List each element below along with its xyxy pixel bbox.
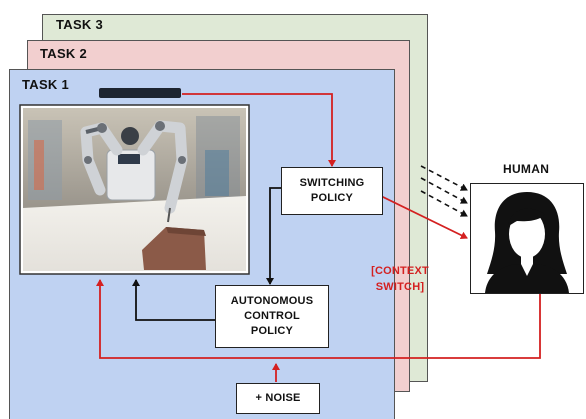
autonomous-control-policy-box: AUTONOMOUS CONTROL POLICY xyxy=(215,285,329,348)
human-label: HUMAN xyxy=(503,162,550,176)
task-2-label: TASK 2 xyxy=(40,46,88,61)
camera-to-switching-arrow xyxy=(182,93,336,167)
task-1-label: TASK 1 xyxy=(22,77,70,92)
human-feedback-arrow xyxy=(96,279,541,359)
human-panel xyxy=(470,183,584,294)
human-silhouette-icon xyxy=(485,192,569,293)
dashed-arrow-3 xyxy=(420,190,468,217)
autonomous-to-scene-arrow xyxy=(132,279,216,321)
dashed-arrow-1 xyxy=(420,165,468,191)
dashed-arrow-2 xyxy=(420,177,468,204)
switching-policy-box: SWITCHING POLICY xyxy=(281,167,383,215)
switching-to-human-arrow xyxy=(380,195,468,239)
camera-sensor xyxy=(99,88,181,98)
noise-box: + NOISE xyxy=(236,383,320,414)
task-3-label: TASK 3 xyxy=(56,17,104,32)
context-switch-label: [CONTEXT SWITCH] xyxy=(371,265,429,293)
